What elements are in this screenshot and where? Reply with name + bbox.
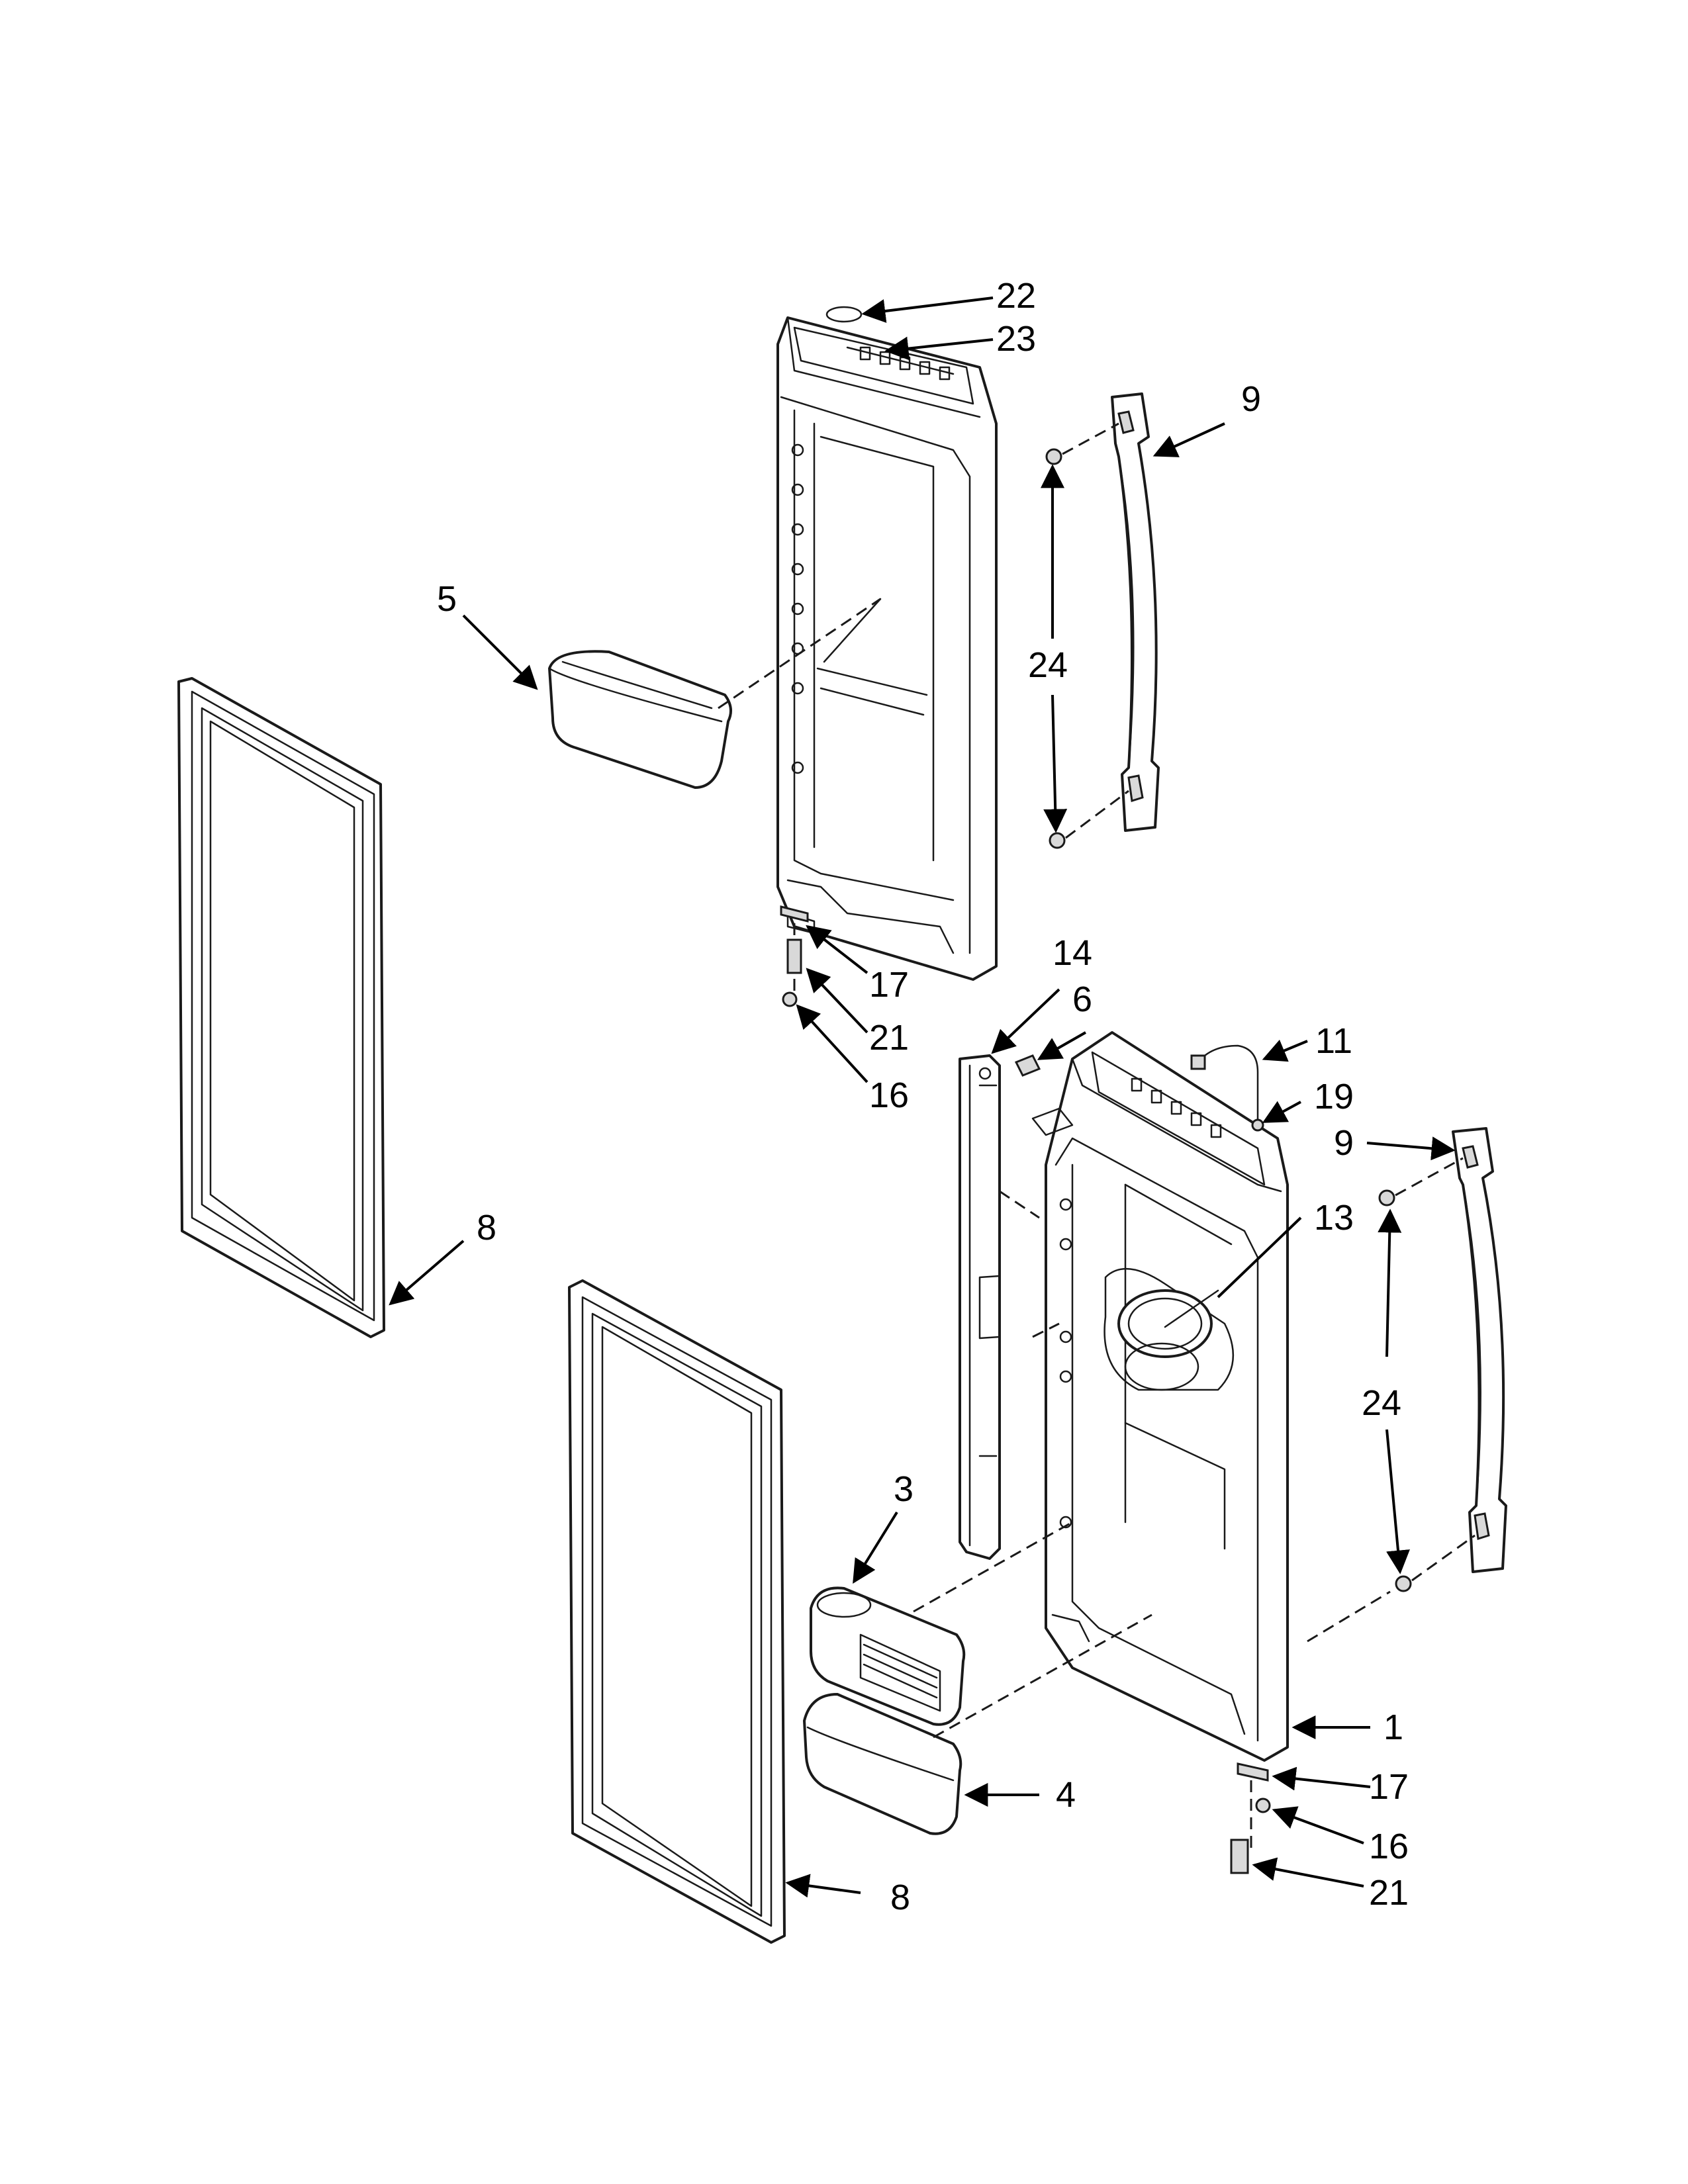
callout-17-lower: 17 bbox=[1368, 1767, 1409, 1807]
callout-17-upper: 17 bbox=[868, 965, 910, 1005]
callout-8-right: 8 bbox=[890, 1878, 911, 1917]
callout-5: 5 bbox=[436, 579, 457, 619]
part-22-cap bbox=[825, 306, 863, 323]
callout-23: 23 bbox=[996, 319, 1037, 359]
leader-lines bbox=[389, 296, 1456, 1898]
callout-6: 6 bbox=[1072, 979, 1093, 1019]
callout-14: 14 bbox=[1052, 933, 1093, 973]
part-3-bin bbox=[810, 1521, 1073, 1726]
part-9-handle-upper bbox=[1111, 392, 1160, 832]
part-24-screw-lower-top bbox=[1378, 1189, 1395, 1206]
callout-19: 19 bbox=[1313, 1077, 1354, 1116]
part-24-screw-lower-bottom bbox=[1395, 1575, 1412, 1592]
part-14-mullion bbox=[959, 1054, 1040, 1560]
part-8-gasket-right bbox=[568, 1279, 786, 1944]
part-11-water-tube bbox=[1190, 1044, 1264, 1132]
part-24-screw-upper-bottom bbox=[1049, 832, 1066, 849]
part-4-bin bbox=[803, 1614, 1152, 1835]
upper-door-liner bbox=[776, 316, 998, 981]
callout-3: 3 bbox=[893, 1469, 914, 1509]
part-9-handle-lower bbox=[1452, 1127, 1507, 1573]
part-1-door bbox=[1031, 1031, 1289, 1762]
upper-hinge-hardware bbox=[780, 905, 809, 1007]
callout-24-upper: 24 bbox=[1027, 645, 1068, 685]
part-8-gasket-left bbox=[177, 677, 385, 1338]
callout-21-upper: 21 bbox=[868, 1018, 910, 1058]
callout-11: 11 bbox=[1315, 1021, 1353, 1061]
callout-22: 22 bbox=[996, 276, 1037, 316]
callout-16-upper: 16 bbox=[868, 1075, 910, 1115]
part-5-bin bbox=[548, 598, 881, 789]
lower-hinge-hardware bbox=[1230, 1762, 1271, 1874]
callout-4: 4 bbox=[1055, 1775, 1076, 1815]
callout-9-lower: 9 bbox=[1333, 1123, 1354, 1163]
part-6-screw bbox=[1014, 1054, 1041, 1077]
callout-21-lower: 21 bbox=[1368, 1873, 1409, 1913]
callout-16-lower: 16 bbox=[1368, 1827, 1409, 1866]
callout-1: 1 bbox=[1383, 1707, 1404, 1747]
part-24-screw-upper-top bbox=[1045, 448, 1062, 465]
callout-9-upper: 9 bbox=[1241, 379, 1262, 419]
callout-8-left: 8 bbox=[476, 1208, 497, 1248]
callout-13: 13 bbox=[1313, 1198, 1354, 1238]
callout-24-lower: 24 bbox=[1361, 1383, 1402, 1423]
